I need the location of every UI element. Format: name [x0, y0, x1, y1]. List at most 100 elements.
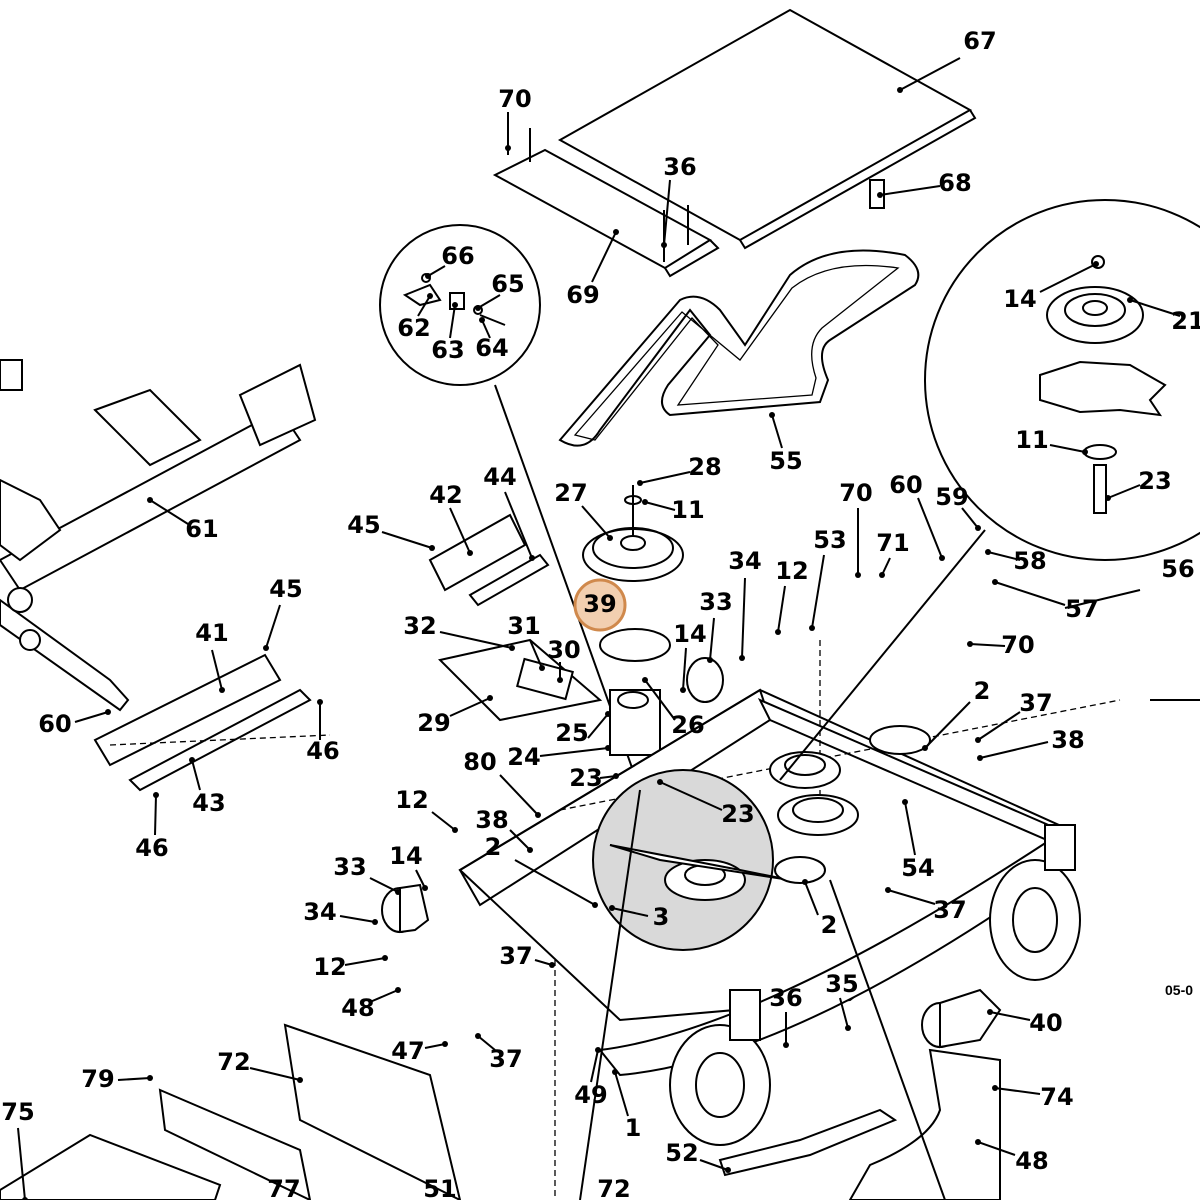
- long-leaders: [579, 529, 1200, 1200]
- callout-leader-49: [590, 1049, 599, 1083]
- callout-leader-11: [1049, 444, 1086, 453]
- callout-62: 62: [397, 314, 430, 342]
- callout-arrowhead-14: [422, 885, 428, 891]
- callout-80: 80: [463, 748, 496, 776]
- callout-60: 60: [38, 710, 71, 738]
- callout-arrowhead-60: [939, 555, 945, 561]
- callout-leader-31: [529, 639, 543, 669]
- callout-arrowhead-3: [609, 905, 615, 911]
- callout-26: 26: [671, 711, 704, 739]
- callout-74: 74: [1040, 1083, 1073, 1111]
- callout-72: 72: [597, 1175, 630, 1200]
- callout-arrowhead-68: [877, 192, 883, 198]
- callout-31: 31: [507, 612, 540, 640]
- callout-52: 52: [665, 1139, 698, 1167]
- drive-belt: [558, 249, 920, 447]
- callout-leader-12: [344, 957, 386, 966]
- callout-arrowhead-79: [147, 1075, 153, 1081]
- callout-leader-28: [639, 471, 691, 484]
- callout-41: 41: [195, 619, 228, 647]
- callout-70: 70: [498, 85, 531, 113]
- callout-66: 66: [441, 242, 474, 270]
- callout-56: 56: [1161, 555, 1194, 583]
- callout-34: 34: [303, 898, 336, 926]
- callout-37: 37: [1019, 689, 1052, 717]
- callout-arrowhead-14: [1093, 261, 1099, 267]
- callout-51: 51: [423, 1175, 456, 1200]
- callout-12: 12: [775, 557, 808, 585]
- callout-arrowhead-1: [612, 1069, 618, 1075]
- callout-leader-40: [989, 1011, 1031, 1021]
- callout-37: 37: [489, 1045, 522, 1073]
- callout-leader-25: [587, 713, 609, 739]
- callout-leader-37: [477, 1035, 496, 1051]
- callout-arrowhead-11: [1082, 449, 1088, 455]
- callout-leader-80: [499, 774, 539, 816]
- callout-leader-53: [811, 554, 825, 629]
- callout-arrowhead-66: [425, 273, 431, 279]
- callout-leader-45: [381, 531, 433, 549]
- callout-36: 36: [769, 984, 802, 1012]
- callout-arrowhead-12: [775, 629, 781, 635]
- callout-leader-63: [449, 304, 456, 339]
- callout-65: 65: [491, 270, 524, 298]
- callout-29: 29: [417, 709, 450, 737]
- callout-leader-62: [417, 295, 431, 317]
- callout-33: 33: [333, 853, 366, 881]
- caster-wheels: [669, 824, 1081, 1146]
- callout-leader-2: [804, 881, 819, 916]
- callout-leader-14: [682, 647, 687, 691]
- callout-45: 45: [347, 511, 380, 539]
- callout-arrowhead-38: [977, 755, 983, 761]
- callout-leader-65: [477, 294, 501, 309]
- callout-leader-32: [439, 631, 513, 649]
- callout-1: 1: [625, 1114, 642, 1142]
- callout-leader-54: [904, 801, 916, 856]
- callout-11: 11: [671, 496, 704, 524]
- callout-arrowhead-42: [467, 550, 473, 556]
- callout-55: 55: [769, 447, 802, 475]
- callout-arrowhead-36: [661, 242, 667, 248]
- callout-72: 72: [217, 1048, 250, 1076]
- callout-34: 34: [728, 547, 761, 575]
- callout-leader-57: [994, 581, 1066, 606]
- callout-57: 57: [1065, 595, 1098, 623]
- callout-arrowhead-44: [529, 555, 535, 561]
- callout-arrowhead-65: [475, 305, 481, 311]
- callout-leader-79: [117, 1077, 151, 1081]
- callout-arrowhead-37: [475, 1033, 481, 1039]
- callout-37: 37: [933, 896, 966, 924]
- callout-64: 64: [475, 334, 508, 362]
- highlight-marker-39: [573, 578, 627, 632]
- callout-arrowhead-48: [395, 987, 401, 993]
- callout-arrowhead-41: [219, 687, 225, 693]
- callout-leader-23: [659, 781, 723, 811]
- callout-leader-35: [839, 997, 849, 1029]
- gearbox-housing: [438, 628, 671, 756]
- callout-14: 14: [389, 842, 422, 870]
- callout-arrowhead-57: [992, 579, 998, 585]
- callout-arrowhead-72: [297, 1077, 303, 1083]
- callout-arrowhead-52: [725, 1167, 731, 1173]
- callout-arrowhead-23: [613, 773, 619, 779]
- callout-23: 23: [1138, 467, 1171, 495]
- callout-77: 77: [267, 1175, 300, 1200]
- callout-40: 40: [1029, 1009, 1062, 1037]
- callout-38: 38: [475, 806, 508, 834]
- callout-46: 46: [306, 737, 339, 765]
- callout-leader-29: [449, 697, 491, 717]
- rollers-left: [381, 657, 724, 934]
- anti-scalp-roller: [921, 988, 1002, 1049]
- callout-arrowhead-47: [442, 1041, 448, 1047]
- callout-leader-14: [415, 869, 426, 889]
- callout-arrowhead-70: [855, 572, 861, 578]
- callout-leader-75: [17, 1127, 26, 1200]
- callout-70: 70: [839, 479, 872, 507]
- callout-leader-61: [149, 499, 189, 525]
- callout-leader-38: [509, 829, 531, 851]
- callout-leader-14: [1039, 263, 1097, 293]
- callout-arrowhead-70: [967, 641, 973, 647]
- callout-arrowhead-11: [642, 499, 648, 505]
- callout-leader-46: [154, 794, 157, 836]
- discharge-parts: [0, 1023, 1001, 1200]
